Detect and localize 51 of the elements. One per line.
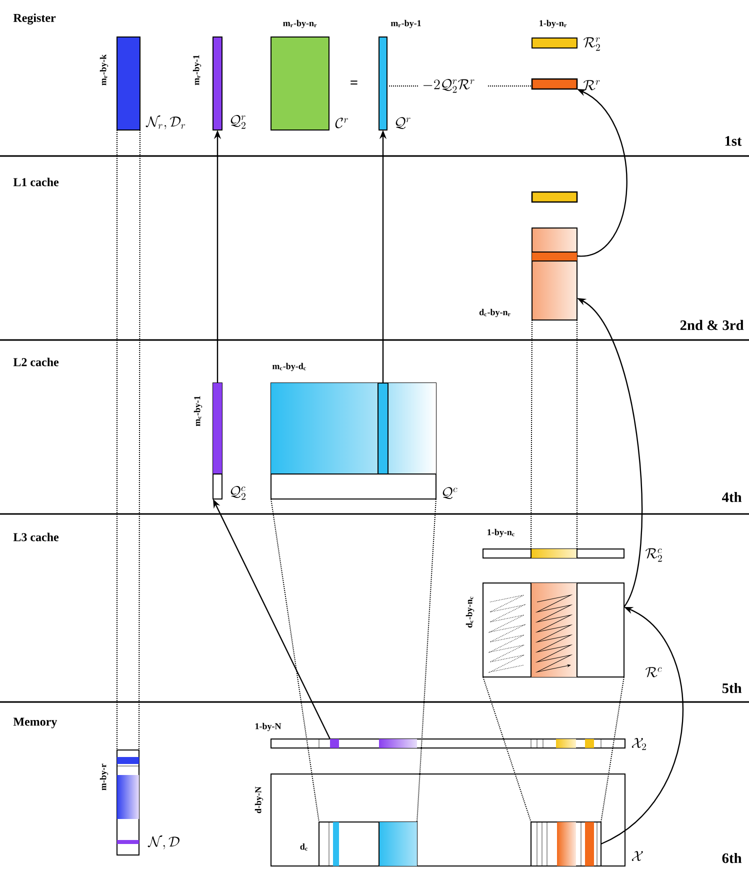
dimension-label: m$_{c}$-by-d$_{c}$: [272, 362, 306, 372]
symbol-label: $\mathcal{N},\mathcal{D}$: [148, 835, 180, 850]
symbol-label: $\mathcal{R}^c_2$: [646, 548, 662, 562]
formula-label: $-2\mathcal{Q}^r_2\mathcal{R}^r$: [423, 79, 474, 93]
level-label: Register: [13, 14, 56, 24]
dimension-label: m$_{r}$-by-1: [192, 55, 202, 86]
dimension-label: 1-by-N: [255, 722, 282, 732]
dimension-label: d$_{c}$-by-n$_{r}$: [479, 308, 510, 318]
dimension-label: m-by-r: [100, 764, 108, 790]
symbol-label: $\mathcal{X}_2$: [632, 738, 646, 750]
dimension-label: m$_{r}$-by-1: [390, 20, 421, 28]
step-label: 6th: [722, 852, 742, 864]
matrix-block: [530, 822, 602, 866]
step-label: 1st: [725, 136, 742, 146]
dimension-label: 1-by-n$_{c}$: [488, 528, 514, 538]
symbol-label: $\mathcal{R}^r_2$: [584, 37, 600, 51]
level-label: L3 cache: [13, 532, 59, 542]
arrow: [576, 89, 628, 257]
step-label: 5th: [722, 682, 742, 694]
level-label: Memory: [13, 718, 58, 728]
vector-bar: [531, 191, 578, 203]
dimension-label: m$_{c}$-by-1: [194, 396, 202, 426]
symbol-label: $\mathcal{C}^r$: [335, 118, 348, 128]
dotted-line: [482, 676, 532, 822]
dotted-line: [576, 320, 578, 550]
dimension-label: m$_{r}$-by-n$_{r}$: [283, 20, 317, 28]
symbol-label: $\mathcal{Q}^r$: [396, 117, 410, 129]
arrow: [600, 607, 684, 845]
dotted-line: [600, 676, 624, 822]
symbol-label: $\mathcal{Q}^c$: [442, 487, 458, 499]
symbol-label: $\mathcal{N}_r,\mathcal{D}_r$: [146, 115, 186, 130]
step-label: 4th: [722, 492, 742, 502]
dotted-line: [270, 498, 320, 822]
symbol-label: $\mathcal{Q}^c_2$: [230, 486, 246, 500]
dotted-line: [530, 320, 532, 550]
symbol-label: $\mathcal{R}^c$: [646, 667, 662, 678]
dotted-line: [416, 498, 436, 822]
symbol-label: $\mathcal{X}$: [632, 851, 643, 861]
dimension-label: 1-by-n$_{r}$: [540, 20, 566, 28]
dimension-label: d$_{c}$: [300, 843, 308, 851]
symbol-label: $\mathcal{R}^r$: [584, 80, 600, 90]
dimension-label: m$_{r}$-by-k: [100, 54, 108, 86]
equals-sign: =: [350, 80, 358, 85]
symbol-label: $\mathcal{Q}^r_2$: [230, 115, 246, 129]
dimension-label: d$_{c}$-by-n$_{c}$: [466, 596, 474, 628]
dotted-line: [138, 130, 140, 750]
dotted-line: [116, 130, 118, 750]
level-label: L1 cache: [13, 178, 59, 186]
level-label: L2 cache: [13, 358, 59, 366]
step-label: 2nd & 3rd: [680, 320, 744, 330]
dimension-label: d-by-N: [254, 786, 264, 814]
